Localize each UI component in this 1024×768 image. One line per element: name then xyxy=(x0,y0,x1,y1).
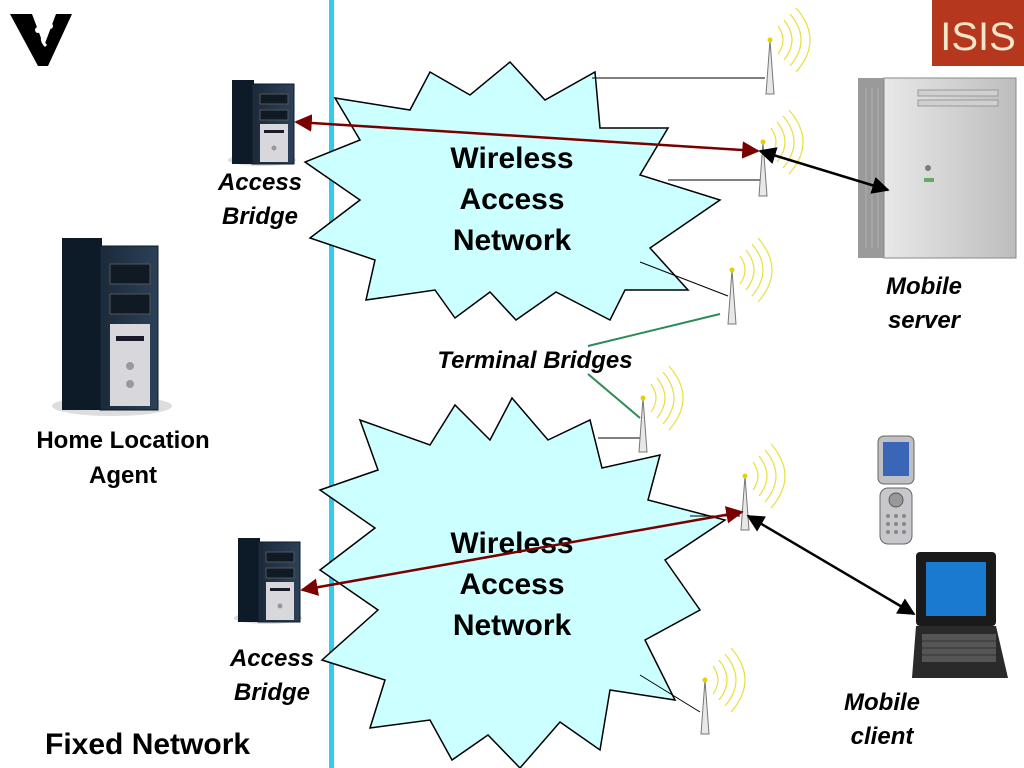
arrow-tower-mobile-server xyxy=(758,147,890,194)
isis-logo-text: ISIS xyxy=(940,15,1016,59)
fixed-network-divider xyxy=(329,0,334,768)
cloud-bottom-line2: Access xyxy=(459,568,564,601)
cloud-bottom-line3: Network xyxy=(453,609,572,642)
tower-icon xyxy=(700,647,746,735)
home-location-agent-line2: Agent xyxy=(89,462,157,489)
access-bridge-top-line1: Access xyxy=(217,169,302,196)
laptop-icon xyxy=(912,552,1008,678)
home-location-agent-line1: Home Location xyxy=(36,427,209,454)
access-bridge-top-line2: Bridge xyxy=(222,203,298,230)
tower-icon xyxy=(638,365,684,453)
cloud-bottom-line1: Wireless xyxy=(450,527,573,560)
mobile-client-line2: client xyxy=(851,723,915,750)
access-bridge-bottom-pc-icon xyxy=(234,538,302,624)
cloud-top-line2: Access xyxy=(459,183,564,216)
arrow-access-bridge-top xyxy=(294,114,760,159)
mobile-client-line1: Mobile xyxy=(844,689,920,716)
cloud-top-line3: Network xyxy=(453,224,572,257)
arrow-tower-mobile-client xyxy=(746,514,916,616)
vanderbilt-logo xyxy=(10,14,72,66)
mobile-server-line1: Mobile xyxy=(886,273,962,300)
terminal-bridges-label: Terminal Bridges xyxy=(437,347,632,374)
tower-icon xyxy=(727,237,773,325)
terminal-bridges-leaders xyxy=(587,313,721,419)
mobile-server-icon xyxy=(858,77,1017,259)
access-bridge-bottom-line1: Access xyxy=(229,645,314,672)
cloud-top-line1: Wireless xyxy=(450,142,573,175)
tower-icon xyxy=(765,7,811,95)
fixed-network-label: Fixed Network xyxy=(45,728,250,761)
mobile-server-line2: server xyxy=(888,307,962,334)
phone-icon xyxy=(877,435,915,545)
access-bridge-bottom-line2: Bridge xyxy=(234,679,310,706)
arrow-access-bridge-bottom xyxy=(300,506,744,596)
isis-logo: ISIS xyxy=(932,0,1024,66)
home-location-agent-pc-icon xyxy=(52,238,172,416)
access-bridge-top-pc-icon xyxy=(228,80,296,166)
